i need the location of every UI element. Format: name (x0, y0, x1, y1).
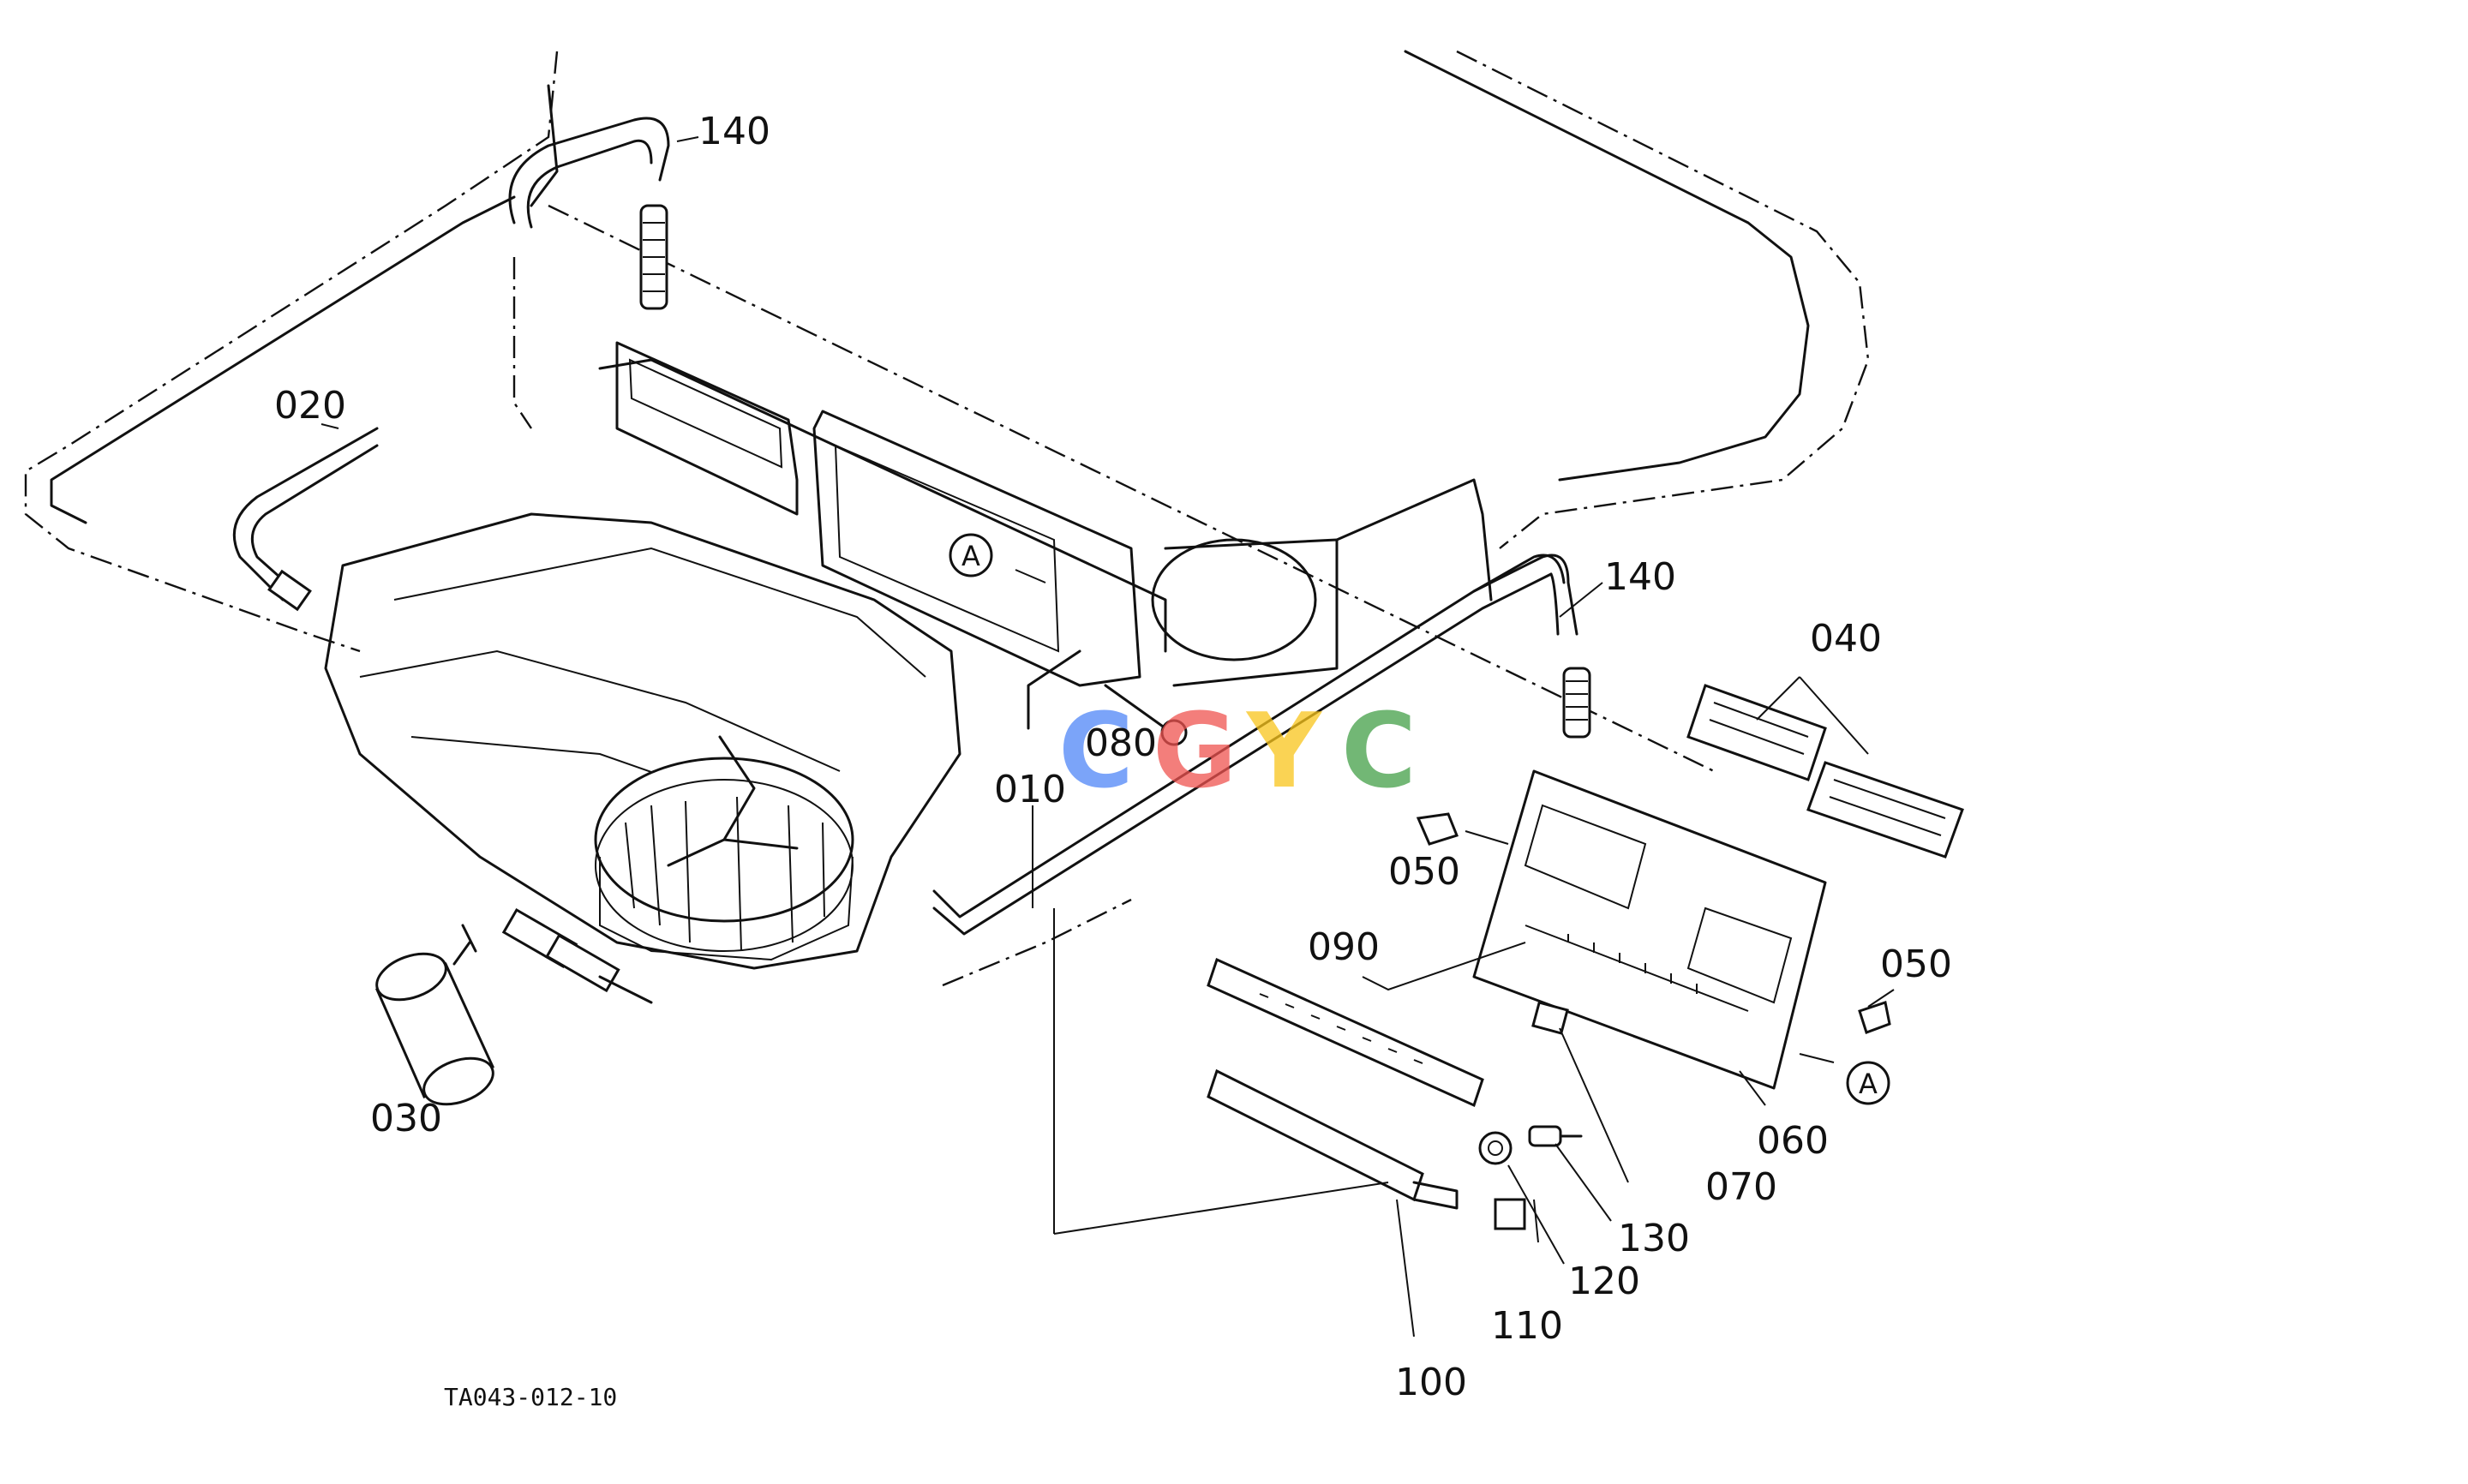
leader-lines (320, 136, 1895, 1337)
watermark-letter-4: C (1341, 692, 1417, 811)
bracket-060 (1472, 769, 1827, 1090)
label-050-left: 050 (1388, 850, 1460, 894)
label-090: 090 (1308, 925, 1380, 969)
callout-a-top: A (949, 533, 993, 577)
dashboard-panel (615, 341, 1141, 687)
watermark-letter-3: Y (1245, 692, 1323, 811)
label-040: 040 (1810, 617, 1882, 661)
callout-a-right: A (1846, 1061, 1890, 1105)
fittings (501, 907, 653, 1004)
clip-110 (1494, 1198, 1526, 1230)
label-020: 020 (274, 384, 346, 428)
label-120: 120 (1568, 1260, 1640, 1303)
clip-070 (1531, 1001, 1569, 1035)
watermark-letter-2: G (1153, 692, 1237, 811)
label-050-right: 050 (1880, 942, 1952, 986)
grommet-120 (1478, 1131, 1513, 1165)
part-labels: 140 140 020 080 010 040 050 050 090 060 … (274, 110, 1952, 1404)
cab-outline (24, 50, 1870, 987)
watermark-letter-1: C (1058, 692, 1134, 811)
vent-040 (1686, 684, 1964, 859)
label-100: 100 (1395, 1361, 1467, 1404)
hose-140-right (1472, 554, 1591, 739)
clip-050-left (1416, 812, 1459, 846)
label-010: 010 (994, 768, 1066, 811)
label-070: 070 (1705, 1165, 1777, 1209)
hose-140-top (508, 117, 670, 310)
label-110: 110 (1491, 1304, 1563, 1348)
screw-080 (1104, 684, 1188, 746)
label-030: 030 (370, 1097, 442, 1140)
label-140-right: 140 (1604, 555, 1676, 599)
drawing-code: TA043-012-10 (444, 1383, 617, 1411)
callout-a-top-letter: A (961, 540, 980, 572)
heater-unit (324, 512, 961, 970)
label-080: 080 (1085, 721, 1157, 765)
screw-130 (1528, 1125, 1583, 1147)
plate-090 (1207, 957, 1484, 1108)
clip-050-right (1858, 1001, 1891, 1034)
bar-100 (1207, 1068, 1459, 1210)
callout-a-right-letter: A (1859, 1068, 1878, 1100)
label-140-top: 140 (698, 110, 770, 153)
pipe-020 (232, 427, 379, 612)
watermark: C G Y C (1058, 692, 1417, 811)
sleeve-030 (374, 924, 494, 1106)
label-130: 130 (1618, 1217, 1690, 1260)
label-060: 060 (1757, 1119, 1829, 1163)
